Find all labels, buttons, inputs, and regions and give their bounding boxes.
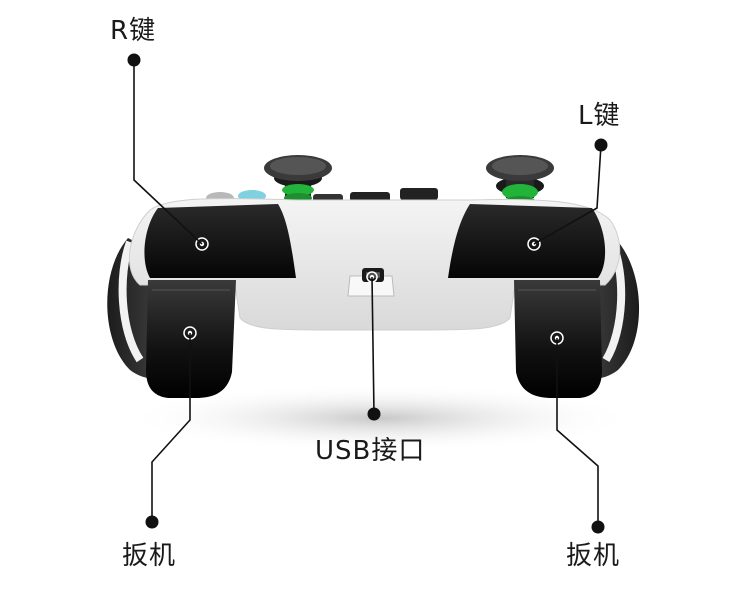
l-key-marker: [527, 237, 541, 251]
r-key-label: R键: [110, 16, 157, 46]
leader-left-trigger: [151, 333, 191, 520]
leader-right-trigger: [556, 338, 599, 525]
right-trigger-label: 扳机: [566, 541, 621, 571]
dot-right-trigger: [591, 520, 605, 534]
leader-usb: [371, 276, 375, 415]
right-shoulder-panel: [448, 204, 606, 278]
leader-lines: [133, 60, 602, 525]
left-shoulder-panel: [144, 204, 296, 278]
leader-r-key: [133, 60, 203, 245]
left-trigger-label: 扳机: [122, 541, 177, 571]
right-thumbstick: [486, 155, 554, 208]
dot-r-key: [127, 53, 141, 67]
l-key-label: L键: [578, 101, 621, 131]
floor-shadow: [120, 384, 640, 452]
dot-usb: [367, 407, 381, 421]
left-thumbstick: [264, 155, 332, 203]
dot-left-trigger: [145, 515, 159, 529]
r-key-marker: [195, 237, 209, 251]
leader-l-key: [533, 144, 602, 245]
dot-l-key: [594, 138, 608, 152]
usb-port-label: USB接口: [315, 436, 426, 466]
